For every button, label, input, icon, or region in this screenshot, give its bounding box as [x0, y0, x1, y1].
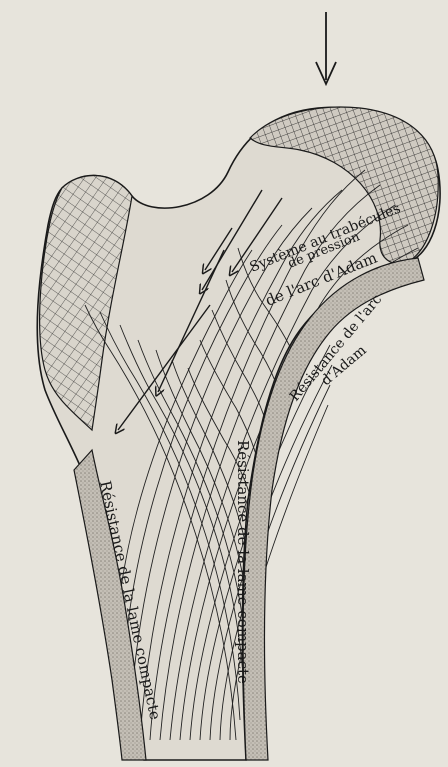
load-arrow [316, 12, 336, 84]
label-lame-compacte-right: Résistance de la lame compacte [234, 440, 252, 684]
